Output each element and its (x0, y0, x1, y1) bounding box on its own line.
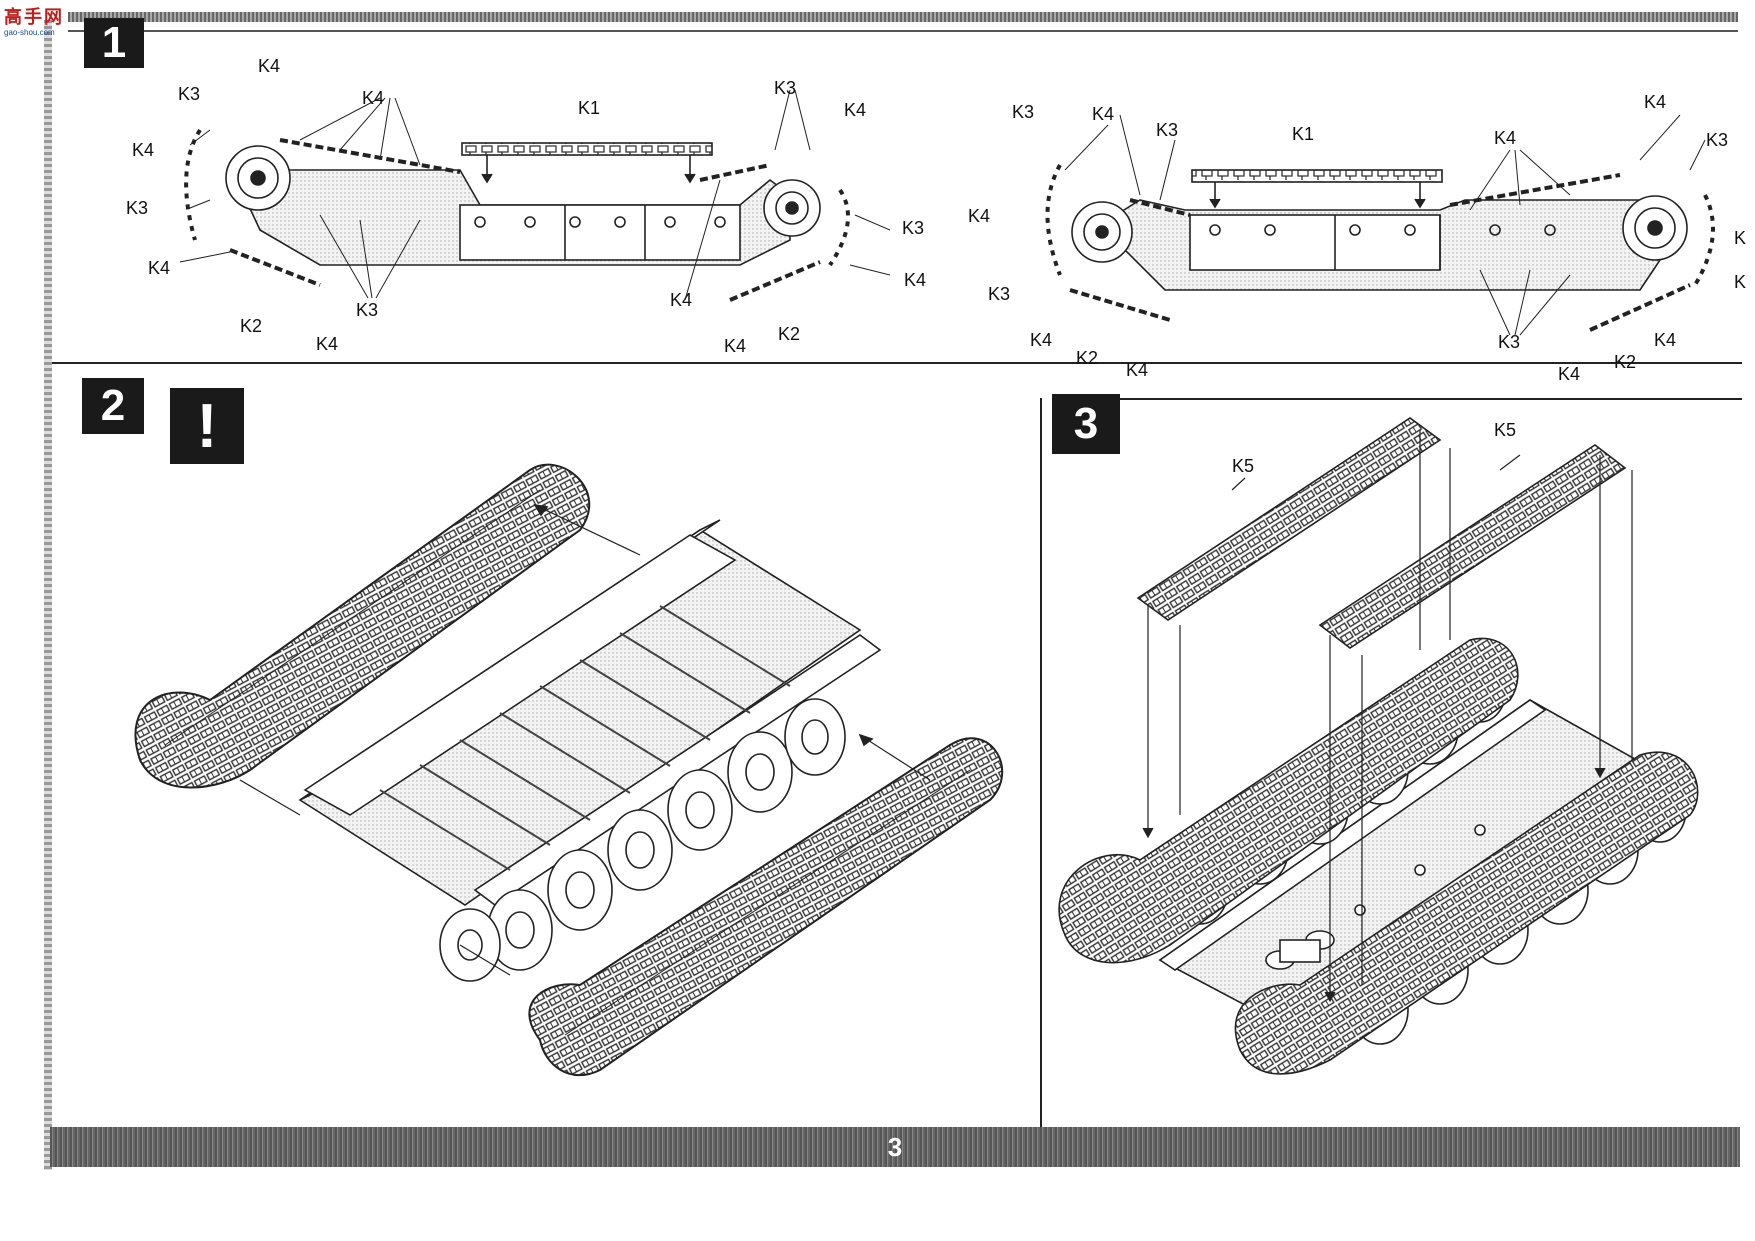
label-k2: K2 (1076, 348, 1099, 368)
label-k3: K3 (1706, 130, 1729, 150)
label-k4: K4 (316, 334, 339, 354)
page-edge (44, 20, 52, 1170)
label-k4: K4 (844, 100, 867, 120)
step-2-badge: 2 (82, 378, 144, 434)
label-k3: K3 (356, 300, 379, 320)
step3-track-assembly (1058, 417, 1699, 1075)
label-k2: K2 (778, 324, 801, 344)
label-k4: K4 (1654, 330, 1677, 350)
label-k3: K3 (902, 218, 925, 238)
page-number: 3 (887, 1131, 903, 1162)
label-k3: K3 (1156, 120, 1179, 140)
label-k: K (1734, 228, 1747, 248)
label-k: K (1734, 272, 1747, 292)
label-k3: K3 (1012, 102, 1035, 122)
label-k1: K1 (578, 98, 601, 118)
logo-text: 高手网 (4, 7, 64, 27)
label-k4: K4 (968, 206, 991, 226)
label-k4: K4 (670, 290, 693, 310)
label-k4: K4 (904, 270, 927, 290)
step1-right-sideview (1045, 114, 1715, 336)
label-k4: K4 (258, 56, 281, 76)
step3-top-rule (1120, 398, 1742, 400)
label-k4: K4 (362, 88, 385, 108)
label-k4: K4 (1030, 330, 1053, 350)
label-k2: K2 (1614, 352, 1637, 372)
step-1-badge: 1 (84, 18, 144, 68)
label-k3: K3 (126, 198, 149, 218)
label-k4: K4 (1092, 104, 1115, 124)
label-k3: K3 (178, 84, 201, 104)
label-k3: K3 (774, 78, 797, 98)
vertical-divider (1040, 398, 1042, 1128)
label-k5: K5 (1494, 420, 1517, 440)
label-k3: K3 (988, 284, 1011, 304)
horizontal-divider (52, 362, 1742, 364)
warning-badge: ! (170, 388, 244, 464)
label-k4: K4 (1494, 128, 1517, 148)
label-k2: K2 (240, 316, 263, 336)
label-k4: K4 (1644, 92, 1667, 112)
label-k3: K3 (1498, 332, 1521, 352)
label-k1: K1 (1292, 124, 1315, 144)
site-logo: 高手网 gao-shou.com (4, 6, 70, 42)
label-k4: K4 (148, 258, 171, 278)
label-k4: K4 (1126, 360, 1149, 380)
label-k5: K5 (1232, 456, 1255, 476)
header-bar (68, 12, 1738, 22)
step-3-badge: 3 (1052, 394, 1120, 454)
label-k4: K4 (724, 336, 747, 356)
step1-left-sideview (179, 89, 891, 302)
step2-hull-assembly (134, 463, 1004, 1077)
footer-bar: 3 (50, 1127, 1740, 1167)
label-k4: K4 (132, 140, 155, 160)
label-k4: K4 (1558, 364, 1581, 384)
header-rule (68, 30, 1738, 32)
logo-subtext: gao-shou.com (4, 28, 55, 37)
